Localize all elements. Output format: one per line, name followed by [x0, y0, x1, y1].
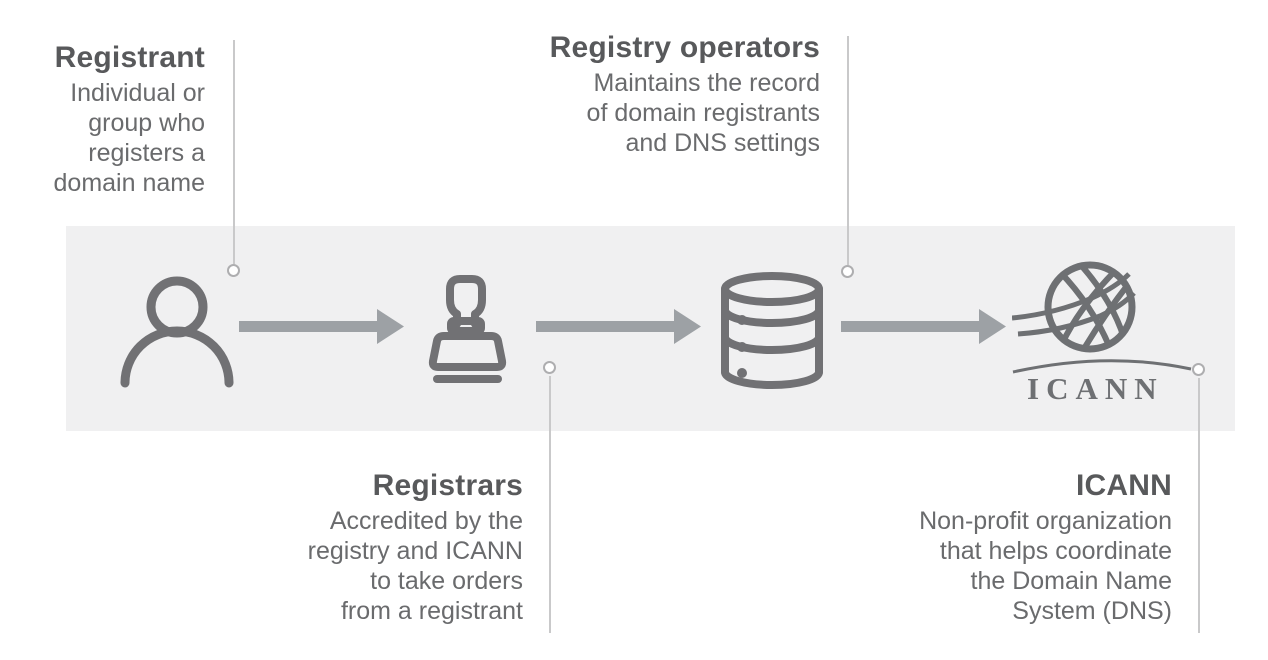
icann-globe-icon: ICANN [1012, 261, 1192, 406]
database-icon [721, 272, 823, 389]
registry-operators-connector-dot [841, 265, 854, 278]
registrars-callout: Registrars Accredited by the registry an… [183, 468, 523, 626]
arrow-registrant-to-registrars-icon [239, 309, 404, 344]
registrant-description: Individual or group who registers a doma… [53, 79, 205, 197]
person-icon [120, 276, 234, 388]
arrow-registry-operators-to-icann-icon [841, 309, 1006, 344]
arrow-registrars-to-registry-operators-icon [536, 309, 701, 344]
registrant-connector-dot [227, 264, 240, 277]
registrars-title: Registrars [372, 469, 523, 502]
registry-operators-connector-line [847, 36, 849, 265]
registrars-connector-line [549, 376, 551, 633]
registrars-description: Accredited by the registry and ICANN to … [307, 507, 523, 625]
icann-connector-line [1198, 378, 1200, 633]
icann-wordmark: ICANN [1027, 371, 1164, 406]
registry-operators-callout: Registry operators Maintains the record … [480, 30, 820, 158]
registry-operators-title: Registry operators [549, 31, 820, 64]
registry-operators-description: Maintains the record of domain registran… [586, 69, 820, 157]
icann-callout: ICANN Non-profit organization that helps… [832, 468, 1172, 626]
registrant-title: Registrant [54, 41, 205, 74]
icann-connector-dot [1192, 363, 1205, 376]
stamp-icon [428, 275, 507, 383]
icann-description: Non-profit organization that helps coord… [919, 507, 1172, 625]
icann-title: ICANN [1076, 469, 1172, 502]
registrant-connector-line [233, 40, 235, 264]
registrars-connector-dot [543, 361, 556, 374]
registrant-callout: Registrant Individual or group who regis… [0, 40, 205, 198]
